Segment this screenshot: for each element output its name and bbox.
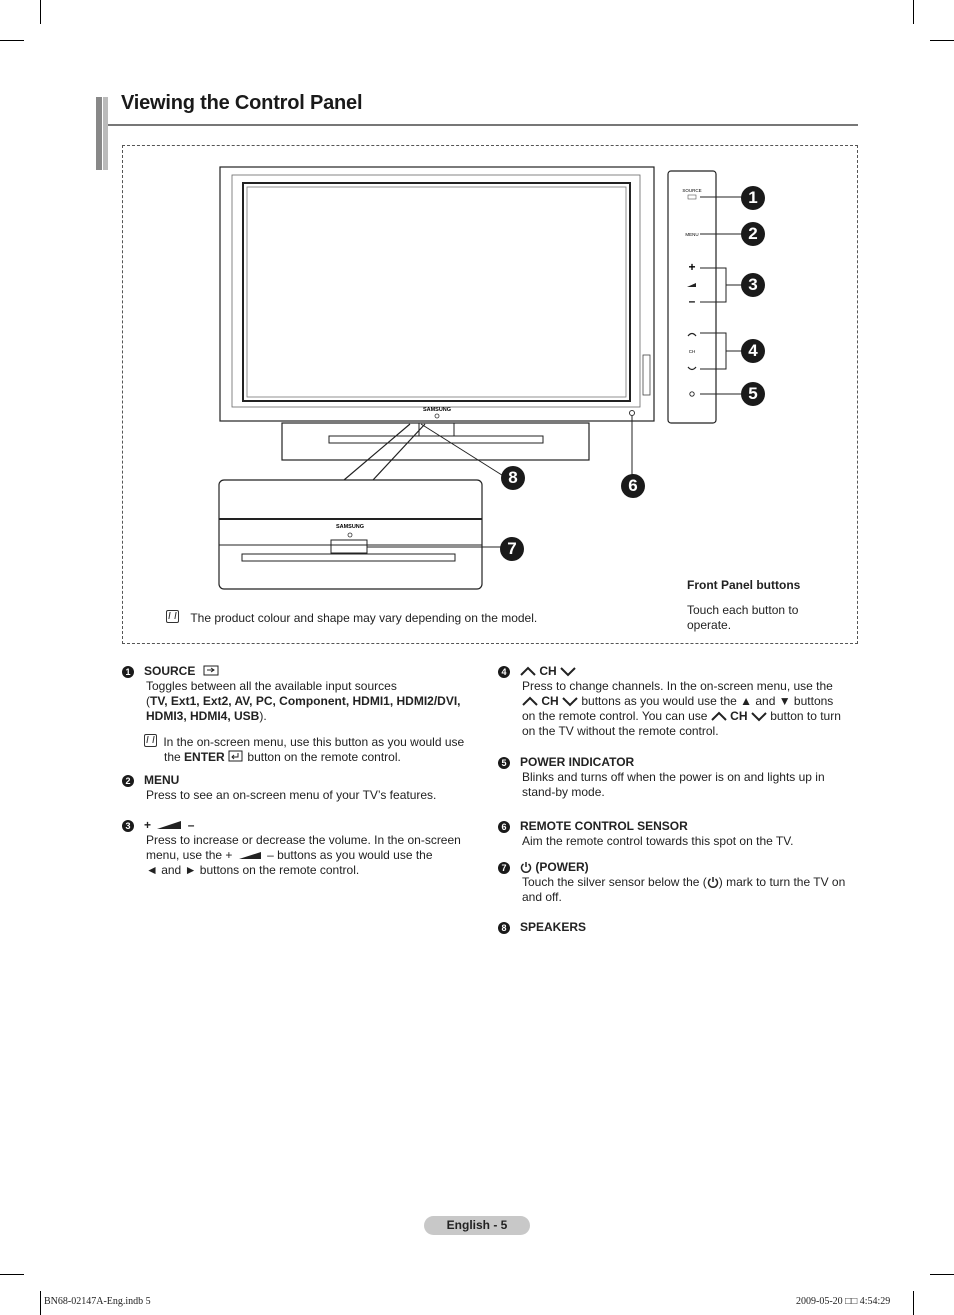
item-source-note: In the on-screen menu, use this button a… bbox=[144, 734, 474, 765]
front-panel-desc: Touch each button to operate. bbox=[687, 603, 799, 632]
speaker-bar bbox=[281, 422, 590, 461]
title-bar-accent bbox=[96, 97, 102, 170]
tv-screen bbox=[242, 182, 631, 402]
power-icon bbox=[434, 413, 440, 419]
power-sensor-area bbox=[418, 422, 455, 437]
power-icon bbox=[707, 877, 718, 888]
volume-icon bbox=[157, 821, 182, 829]
crop-mark bbox=[913, 0, 914, 24]
item-number-4: 4 bbox=[498, 666, 510, 678]
callout-5: 5 bbox=[741, 382, 765, 406]
side-panel-strip bbox=[642, 354, 651, 396]
callout-1: 1 bbox=[741, 186, 765, 210]
source-icon bbox=[203, 665, 219, 676]
callout-6: 6 bbox=[621, 474, 645, 498]
diagram-frame bbox=[122, 145, 858, 644]
diagram-note: The product colour and shape may vary de… bbox=[166, 610, 537, 625]
item-channel: CH Press to change channels. In the on-s… bbox=[520, 664, 841, 738]
page-number-badge: English - 5 bbox=[424, 1216, 530, 1235]
item-power: (POWER) Touch the silver sensor below th… bbox=[520, 860, 846, 904]
item-speakers: SPEAKERS bbox=[520, 920, 587, 934]
power-icon bbox=[520, 862, 532, 873]
crop-mark bbox=[913, 1291, 914, 1315]
svg-text:MENU: MENU bbox=[685, 232, 698, 237]
item-source: SOURCE Toggles between all the available… bbox=[144, 664, 461, 723]
tv-inner-frame bbox=[231, 174, 641, 408]
note-icon bbox=[144, 734, 157, 747]
crop-mark bbox=[0, 40, 24, 41]
item-menu: MENU Press to see an on-screen menu of y… bbox=[144, 773, 437, 802]
chevron-up-icon bbox=[711, 711, 727, 721]
item-number-2: 2 bbox=[122, 775, 134, 787]
remote-sensor-dot bbox=[629, 410, 635, 416]
item-number-5: 5 bbox=[498, 757, 510, 769]
crop-mark bbox=[930, 40, 954, 41]
title-bar-accent bbox=[103, 97, 108, 170]
item-number-6: 6 bbox=[498, 821, 510, 833]
svg-text:–: – bbox=[689, 294, 696, 308]
front-panel-title: Front Panel buttons bbox=[687, 578, 801, 592]
chevron-down-icon bbox=[751, 712, 767, 722]
item-power-indicator: POWER INDICATOR Blinks and turns off whe… bbox=[520, 755, 825, 799]
title-rule bbox=[108, 124, 858, 126]
tv-screen-edge bbox=[246, 186, 627, 398]
item-number-3: 3 bbox=[122, 820, 134, 832]
zoom-detail bbox=[218, 479, 483, 590]
item-volume: + – Press to increase or decrease the vo… bbox=[144, 818, 461, 877]
brand-logo: SAMSUNG bbox=[423, 407, 451, 413]
footer-timestamp: 2009-05-20 □□ 4:54:29 bbox=[796, 1296, 891, 1307]
callout-3: 3 bbox=[741, 273, 765, 297]
item-number-7: 7 bbox=[498, 862, 510, 874]
note-icon bbox=[166, 610, 179, 623]
item-number-1: 1 bbox=[122, 666, 134, 678]
zoom-power-icon bbox=[347, 532, 353, 538]
svg-text:SOURCE: SOURCE bbox=[682, 188, 701, 193]
callout-2: 2 bbox=[741, 222, 765, 246]
crop-mark bbox=[40, 0, 41, 24]
chevron-up-icon bbox=[520, 666, 536, 676]
enter-icon bbox=[228, 750, 243, 762]
crop-mark bbox=[930, 1274, 954, 1275]
chevron-down-icon bbox=[560, 667, 576, 677]
item-remote-sensor: REMOTE CONTROL SENSOR Aim the remote con… bbox=[520, 819, 794, 848]
volume-icon bbox=[238, 852, 261, 859]
zoom-speaker-grille bbox=[241, 553, 456, 562]
svg-text:CH: CH bbox=[689, 349, 696, 354]
callout-8: 8 bbox=[501, 466, 525, 490]
callout-4: 4 bbox=[741, 339, 765, 363]
callout-7: 7 bbox=[500, 537, 524, 561]
footer-file: BN68-02147A-Eng.indb 5 bbox=[44, 1296, 151, 1307]
chevron-up-icon bbox=[522, 696, 538, 706]
chevron-down-icon bbox=[562, 697, 578, 707]
zoom-brand-logo: SAMSUNG bbox=[336, 524, 364, 530]
crop-mark bbox=[0, 1274, 24, 1275]
page-title: Viewing the Control Panel bbox=[121, 92, 363, 114]
svg-text:+: + bbox=[688, 260, 695, 274]
item-number-8: 8 bbox=[498, 922, 510, 934]
crop-mark bbox=[40, 1291, 41, 1315]
